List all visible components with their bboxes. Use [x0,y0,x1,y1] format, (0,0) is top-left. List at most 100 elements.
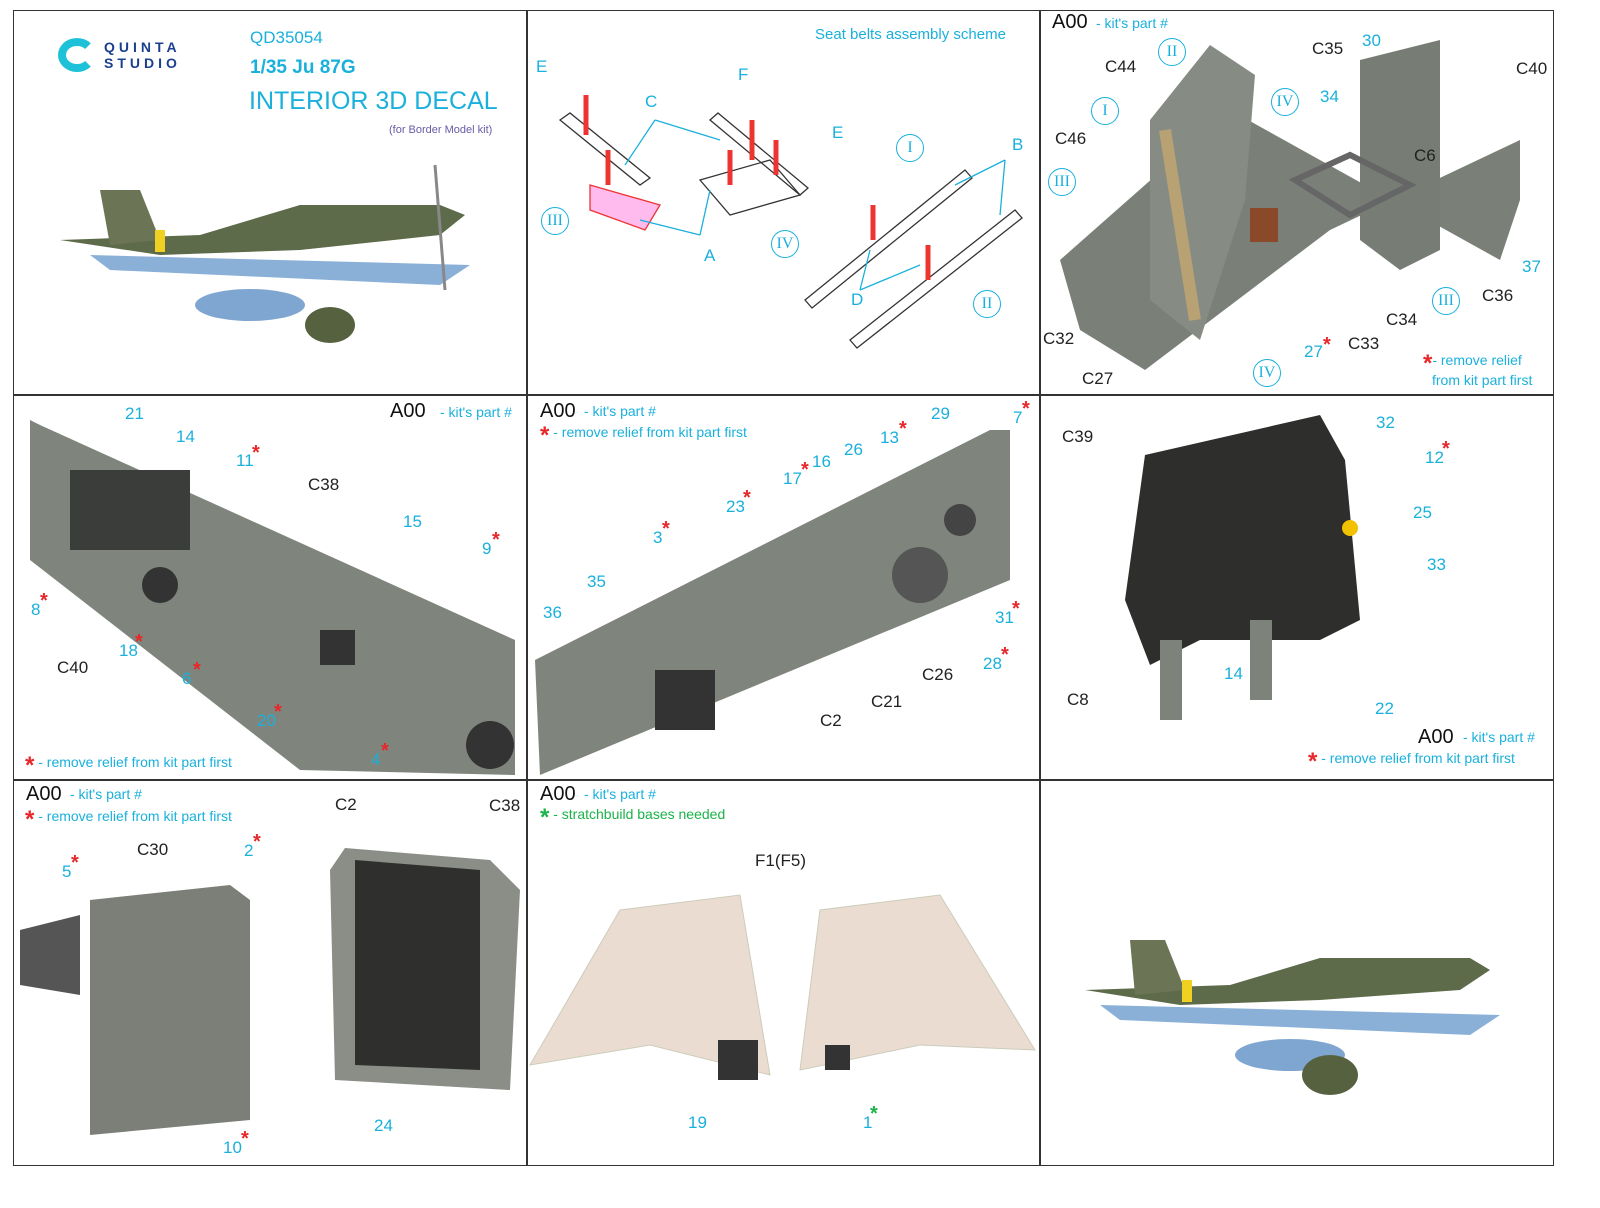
part-label: 15 [403,512,422,531]
red-star-icon: * [1001,644,1009,666]
product-code: QD35054 [250,28,323,47]
kits-part-label: - kit's part # [1463,729,1535,745]
part-label: B [1012,135,1024,154]
canopy-illustration [529,894,1036,1080]
remove-relief-note: * - remove relief from kit part first [25,808,232,832]
part-label: F1(F5) [755,851,806,870]
a00-label: A00 [1052,11,1088,33]
red-star-icon: * [241,1128,249,1150]
a00-label: A00 [26,783,62,805]
part-label: 33 [1427,555,1446,574]
side-panel-illustration-right [535,430,1010,775]
red-star-icon: * [193,659,201,681]
part-label: 3 [653,528,663,547]
part-label: C [645,92,658,111]
part-label: 22 [1375,699,1394,718]
part-label: 6 [182,669,192,688]
panel-title: Seat belts assembly scheme [815,26,1006,43]
part-label: E [536,57,548,76]
part-label: 36 [543,603,562,622]
step-circle: IV [771,230,799,258]
part-label: 9 [482,539,492,558]
a00-label: A00 [540,400,576,422]
part-label: 24 [374,1116,393,1135]
model-title: 1/35 Ju 87G [250,57,356,78]
part-label: 14 [1224,664,1243,683]
part-label: 5 [62,862,72,881]
part-label: 28 [983,654,1002,673]
kits-part-label: - kit's part # [584,403,656,419]
remove-relief-note: *- remove relief [1423,352,1522,376]
red-star-icon: * [25,806,35,833]
part-label: 27 [1304,342,1323,361]
green-star-icon: * [540,804,550,831]
step-circle: II [973,290,1001,318]
red-star-icon: * [1022,398,1030,420]
part-label: 37 [1522,257,1541,276]
part-label: 31 [995,608,1014,627]
red-star-icon: * [381,740,389,762]
red-star-icon: * [1423,350,1433,377]
part-label: E [832,123,844,142]
red-star-icon: * [274,701,282,723]
a00-label: A00 [390,400,426,422]
step-circle: III [1432,287,1460,315]
part-label: 1 [863,1113,873,1132]
part-label: 2 [244,841,254,860]
part-label: C38 [308,475,340,494]
part-label: C40 [57,658,89,677]
remove-relief-note: * - remove relief from kit part first [25,754,232,778]
part-label: 21 [125,404,144,423]
red-star-icon: * [492,529,500,551]
part-label: F [738,65,749,84]
part-label: 23 [726,497,745,516]
logo-text: STUDIO [104,55,181,71]
part-label: 7 [1013,408,1023,427]
part-label: C21 [871,692,903,711]
note-text: - remove relief from kit part first [38,754,232,770]
part-label: A [704,246,716,265]
kit-note: (for Border Model kit) [389,124,493,136]
part-label: 35 [587,572,606,591]
part-label: 20 [257,711,276,730]
part-label: 13 [880,428,899,447]
red-star-icon: * [25,752,35,779]
seat-belt-diagram [558,95,1023,349]
a00-label: A00 [540,783,576,805]
part-label: C26 [922,665,954,684]
red-star-icon: * [662,518,670,540]
part-label: 4 [371,750,381,769]
part-label: C2 [820,711,842,730]
side-panel-illustration-left [30,420,515,775]
remove-relief-note: * - remove relief from kit part first [1308,750,1515,774]
part-label: C32 [1043,329,1075,348]
stratchbuild-note: * - stratchbuild bases needed [540,806,725,830]
red-star-icon: * [252,442,260,464]
aircraft-illustration-top [60,164,470,343]
remove-relief-note: * - remove relief from kit part first [540,424,747,448]
part-label: C2 [335,795,357,814]
red-star-icon: * [1308,748,1318,775]
part-label: C27 [1082,369,1114,388]
seat-parts-illustration [1060,40,1520,370]
divider [1039,10,1041,1166]
part-label: C6 [1414,146,1436,165]
red-star-icon: * [1012,598,1020,620]
part-label: C35 [1312,39,1344,58]
note-text: - remove relief [1432,352,1522,368]
a00-label: A00 [1418,726,1454,748]
divider [526,10,528,1166]
kits-part-label: - kit's part # [1096,15,1168,31]
part-label: 14 [176,427,195,446]
red-star-icon: * [899,418,907,440]
note-text: from kit part first [1432,372,1533,388]
part-label: C30 [137,840,169,859]
part-label: C34 [1386,310,1418,329]
divider [13,779,1554,781]
step-circle: I [896,134,924,162]
part-label: 11 [236,451,254,470]
kits-part-label: - kit's part # [70,786,142,802]
part-label: 34 [1320,87,1339,106]
kits-part-label: - kit's part # [440,404,512,420]
red-star-icon: * [71,852,79,874]
